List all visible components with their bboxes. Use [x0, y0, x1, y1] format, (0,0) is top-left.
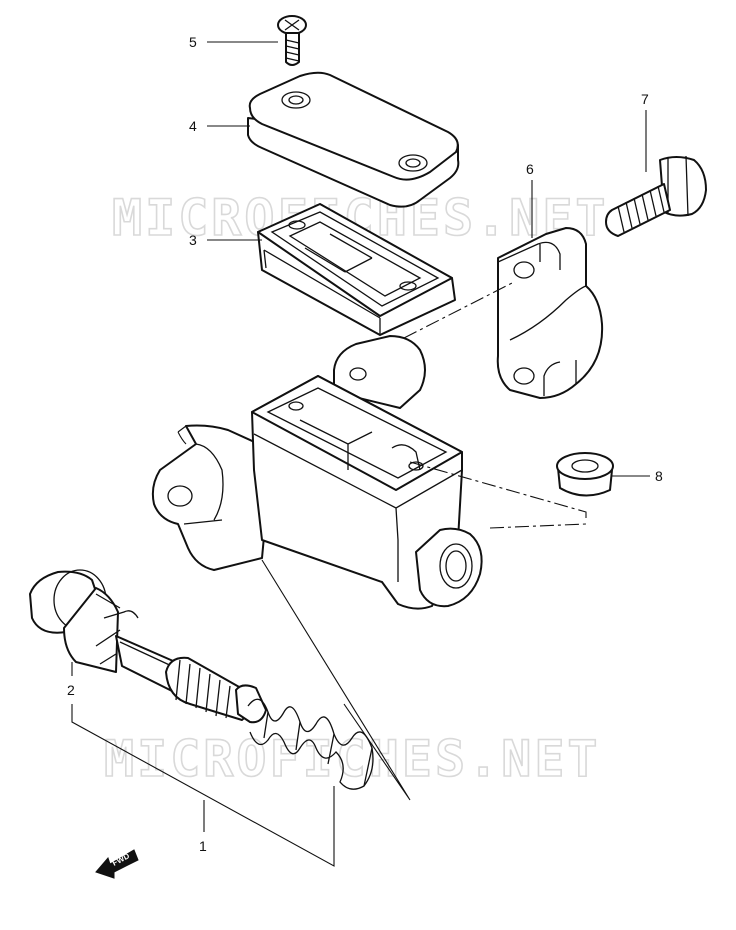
part-4-reservoir-cap[interactable]	[247, 71, 460, 208]
part-5-screw[interactable]	[277, 15, 307, 66]
callout-1: 1	[199, 838, 207, 854]
callout-6: 6	[526, 161, 534, 177]
callout-8: 8	[655, 468, 663, 484]
callout-4: 4	[189, 118, 197, 134]
leader-lines	[71, 41, 650, 867]
callout-2: 2	[67, 682, 75, 698]
part-6-handlebar-clamp[interactable]	[496, 227, 604, 399]
part-2-piston-kit[interactable]	[29, 569, 374, 790]
part-8-dust-boot[interactable]	[556, 452, 614, 497]
part-3-diaphragm[interactable]	[257, 203, 456, 336]
callout-5: 5	[189, 34, 197, 50]
callout-7: 7	[641, 91, 649, 107]
part-7-bolt[interactable]	[605, 155, 707, 237]
watermark-top: MICROFICHES.NET	[112, 189, 609, 247]
master-cylinder-body	[151, 335, 483, 610]
callout-3: 3	[189, 232, 197, 248]
forward-direction-arrow: FWD	[95, 849, 139, 879]
alignment-lines	[177, 281, 587, 801]
